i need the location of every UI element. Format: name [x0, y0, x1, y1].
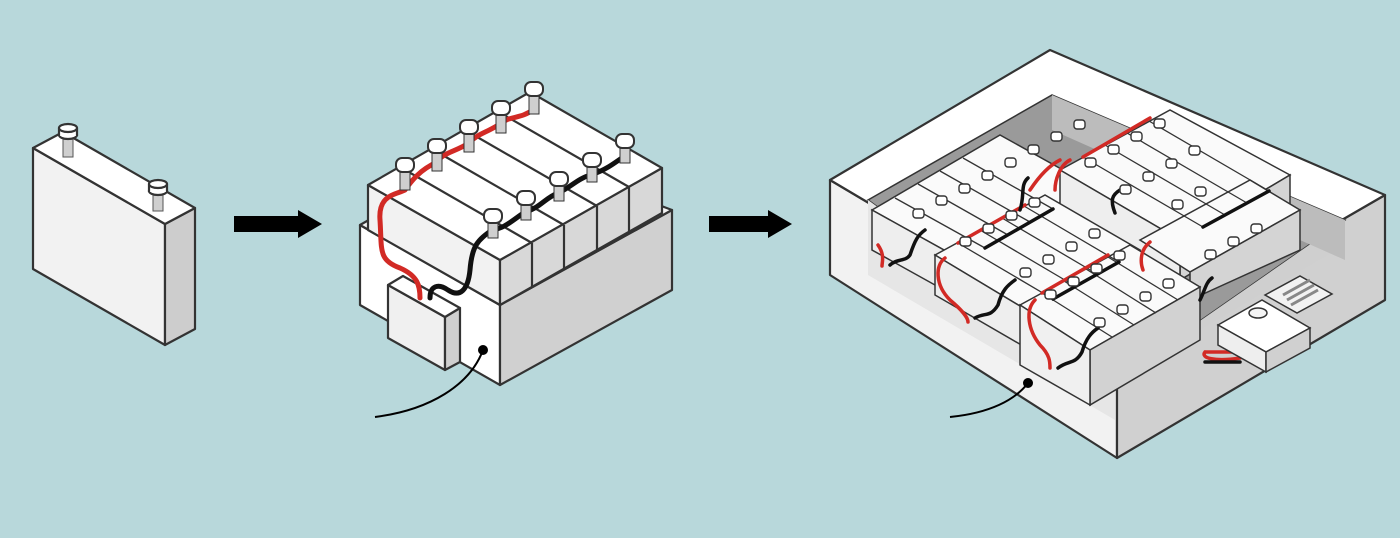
terminal-icon: [1130, 131, 1143, 142]
terminal-icon: [582, 152, 602, 183]
terminal-icon: [615, 133, 635, 164]
terminal-icon: [1119, 184, 1132, 195]
terminal-icon: [1004, 157, 1017, 168]
arrow-right-icon: [709, 210, 792, 238]
terminal-icon: [912, 208, 925, 219]
terminal-icon: [1116, 304, 1129, 315]
arrow-right-icon: [234, 210, 322, 238]
terminal-icon: [1090, 263, 1103, 274]
terminal-icon: [1204, 249, 1217, 260]
terminal-icon: [524, 81, 544, 115]
terminal-icon: [491, 100, 511, 134]
terminal-icon: [1250, 223, 1263, 234]
terminal-icon: [1165, 158, 1178, 169]
control-unit: [1216, 275, 1334, 374]
terminal-icon: [1153, 118, 1166, 129]
terminal-icon: [483, 208, 503, 239]
terminal-icon: [1065, 241, 1078, 252]
terminal-icon: [1162, 278, 1175, 289]
terminal-icon: [959, 236, 972, 247]
terminal-icon: [516, 190, 536, 221]
terminal-icon: [1113, 250, 1126, 261]
terminal-icon: [1005, 210, 1018, 221]
terminal-icon: [459, 119, 479, 153]
terminal-icon: [1107, 144, 1120, 155]
terminal-icon: [1044, 289, 1057, 300]
terminal-icon: [1050, 131, 1063, 142]
terminal-icon: [1088, 228, 1101, 239]
terminal-icon: [1188, 145, 1201, 156]
terminal-icon: [982, 223, 995, 234]
terminal-icon: [1171, 199, 1184, 210]
terminal-icon: [981, 170, 994, 181]
terminal-icon: [935, 195, 948, 206]
terminal-icon: [1227, 236, 1240, 247]
positive-cable: [377, 106, 537, 301]
terminal-icon: [147, 178, 169, 212]
terminal-icon: [57, 122, 79, 158]
battery-cell-icon: [31, 122, 197, 347]
negative-cable: [427, 152, 629, 301]
terminal-icon: [1194, 186, 1207, 197]
terminal-icon: [1084, 157, 1097, 168]
terminal-icon: [1042, 254, 1055, 265]
terminal-icon: [1073, 119, 1086, 130]
terminal-icon: [1067, 276, 1080, 287]
terminal-icon: [958, 183, 971, 194]
terminal-icon: [1028, 197, 1041, 208]
battery-pack-icon: [828, 48, 1387, 460]
terminal-icon: [1027, 144, 1040, 155]
battery-module-icon: [358, 81, 674, 418]
terminal-icon: [395, 157, 415, 191]
terminal-icon: [427, 138, 447, 172]
terminal-icon: [1142, 171, 1155, 182]
terminal-icon: [549, 171, 569, 202]
terminal-icon: [1019, 267, 1032, 278]
terminal-icon: [1139, 291, 1152, 302]
terminal-icon: [1093, 317, 1106, 328]
